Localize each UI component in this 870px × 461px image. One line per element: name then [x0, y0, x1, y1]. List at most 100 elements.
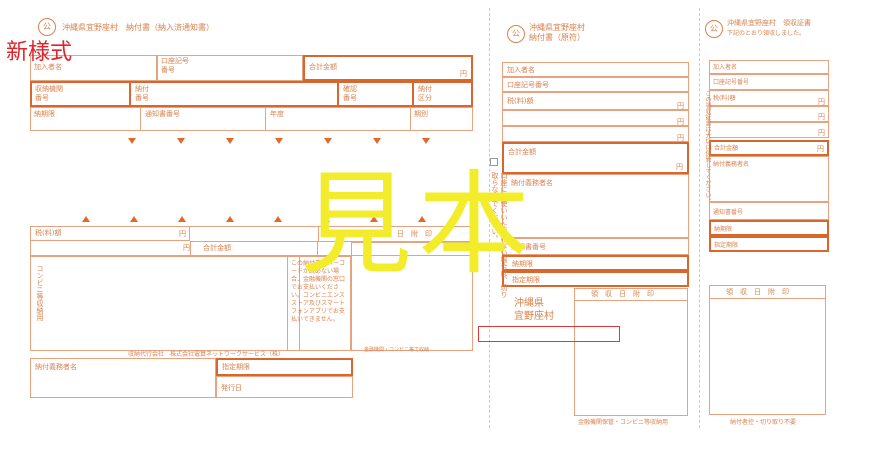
red-outline-box	[478, 326, 620, 342]
institution-number-field: 収納機関 番号	[30, 81, 130, 107]
issue-date-field: 発行日	[216, 376, 353, 398]
right-designated-label: 指定期限	[714, 242, 739, 249]
designated-deadline-field: 指定期限	[216, 358, 353, 376]
convenience-store-area	[30, 256, 300, 351]
installment-label: 期別	[414, 110, 428, 118]
right-vertical-note: この領収証書は大切に保管してください。	[704, 90, 711, 204]
yen-unit: 円	[460, 70, 467, 78]
barcode-notice-box: この納付書のバーコードが読めない場合、金融機関の窓口でお支払いください。コンビニ…	[287, 256, 351, 351]
right-bottom-note: 納付者控・切り取り不要	[730, 419, 797, 426]
middle-notice-number: 通知書番号	[502, 238, 689, 255]
yen-unit: 円	[818, 129, 825, 137]
payer-name-label: 納付義務者名	[35, 363, 77, 371]
right-deadline: 納期限	[709, 220, 829, 236]
right-total-amount: 合計金額 円	[709, 140, 829, 156]
right-total-label: 合計金額	[714, 145, 739, 152]
right-payer-label: 納付義務者名	[713, 161, 750, 168]
yen-unit: 円	[818, 98, 825, 106]
right-amount-row: 円	[709, 106, 829, 122]
perforation-marker-icon	[373, 138, 381, 144]
right-payer: 納付義務者名	[709, 156, 829, 202]
right-account: 口座記号番号	[709, 74, 829, 90]
right-tax-amount: 税(料)額 円	[709, 90, 829, 106]
lower-total-field: 合計金額	[190, 241, 318, 256]
subscriber-name-label: 加入者名	[34, 63, 62, 71]
yen-unit: 円	[179, 230, 186, 238]
collection-company: 収納代行会社 株式会社電算ネットワークサービス（株）	[128, 351, 285, 358]
right-notice-number: 通知書番号	[709, 202, 829, 220]
middle-amount-row: 円	[502, 110, 689, 126]
right-account-label: 口座記号番号	[713, 79, 750, 86]
public-seal-icon: 公	[38, 18, 56, 36]
middle-designated-deadline: 指定期限	[502, 271, 689, 287]
middle-receipt-stamp-header: 領 収 日 附 印	[574, 288, 688, 301]
account-number-field: 口座記号 番号	[157, 55, 303, 81]
middle-title-2: 納付書（原符）	[529, 33, 585, 42]
year-label: 年度	[270, 110, 284, 118]
issuer-prefecture: 沖縄県	[514, 298, 544, 309]
middle-subscriber: 加入者名	[502, 62, 689, 77]
receipt-stamp-header: 領 収 日 附 印	[318, 226, 473, 242]
perforation-marker-icon	[324, 138, 332, 144]
payment-category-label: 納付 区分	[418, 85, 432, 102]
right-receipt-stamp-label: 領 収 日 附 印	[726, 288, 789, 296]
receipt-stamp-label: 領 収 日 附 印	[369, 230, 432, 238]
perforation-marker-icon	[128, 138, 136, 144]
perforation-marker-icon	[370, 216, 378, 222]
public-seal-icon: 公	[507, 25, 525, 43]
left-receipt-stamp-area	[351, 242, 473, 351]
right-subtitle: 下記のとおり領収しました。	[727, 30, 806, 37]
middle-vertical-note: 口座にお使いいただけない場合は、切り取らないでください。	[491, 172, 508, 298]
total-amount-label: 合計金額	[309, 63, 337, 71]
checkbox[interactable]	[490, 158, 498, 166]
perforation-marker-icon	[226, 138, 234, 144]
middle-account: 口座記号番号	[502, 77, 689, 92]
middle-account-label: 口座記号番号	[507, 81, 549, 89]
issue-date-label: 発行日	[221, 384, 242, 392]
notice-number-label: 通知書番号	[145, 110, 180, 118]
right-receipt-stamp-area	[709, 285, 826, 415]
left-bottom-note: 金融機関・コンビニ等で収納	[364, 347, 430, 353]
payer-name-field: 納付義務者名	[30, 358, 216, 398]
payment-number-label: 納付 番号	[135, 85, 149, 102]
middle-receipt-stamp-label: 領 収 日 附 印	[591, 290, 654, 298]
subscriber-name-field: 加入者名	[30, 55, 157, 81]
perforation-line	[489, 8, 490, 428]
payment-number-field: 納付 番号	[130, 81, 338, 107]
tax-amount-label: 税(料)額	[35, 229, 62, 237]
perforation-marker-icon	[322, 216, 330, 222]
middle-deadline: 納期限	[502, 255, 689, 271]
right-deadline-label: 納期限	[714, 226, 733, 233]
right-tax-label: 税(料)額	[713, 95, 736, 102]
left-row3	[30, 107, 473, 131]
right-subscriber: 加入者名	[709, 60, 829, 74]
designated-deadline-label: 指定期限	[222, 363, 250, 371]
middle-notice-label: 通知書番号	[511, 243, 546, 251]
right-receipt-stamp-header: 領 収 日 附 印	[709, 285, 826, 299]
perforation-marker-icon	[274, 216, 282, 222]
middle-tax-amount: 税(料)額 円	[502, 92, 689, 110]
yen-unit: 円	[183, 244, 190, 252]
perforation-marker-icon	[177, 138, 185, 144]
middle-tax-label: 税(料)額	[507, 97, 534, 105]
confirm-number-label: 確認 番号	[343, 85, 357, 102]
barcode-notice-text: この納付書のバーコードが読めない場合、金融機関の窓口でお支払いください。コンビニ…	[291, 260, 346, 323]
middle-subscriber-label: 加入者名	[507, 66, 535, 74]
new-format-label: 新様式	[6, 40, 73, 65]
middle-deadline-label: 納期限	[512, 260, 533, 268]
yen-unit: 円	[817, 145, 824, 153]
yen-unit: 円	[676, 163, 683, 171]
perforation-marker-icon	[418, 216, 426, 222]
payment-deadline-label: 納期限	[34, 110, 55, 118]
right-amount-row: 円	[709, 122, 829, 138]
total-amount-field: 合計金額 円	[303, 55, 473, 81]
institution-number-label: 収納機関 番号	[35, 85, 63, 102]
middle-designated-label: 指定期限	[512, 276, 540, 284]
left-title: 沖縄県宜野座村 納付書（納入済通知書）	[62, 23, 214, 32]
perforation-marker-icon	[226, 216, 234, 222]
tax-amount-field: 税(料)額 円	[30, 226, 190, 241]
middle-total-amount: 合計金額 円	[502, 142, 689, 174]
middle-payer-label: 納付義務者名	[511, 179, 553, 187]
convenience-store-label: コンビニ等収納用	[36, 265, 44, 321]
perforation-marker-icon	[178, 216, 186, 222]
